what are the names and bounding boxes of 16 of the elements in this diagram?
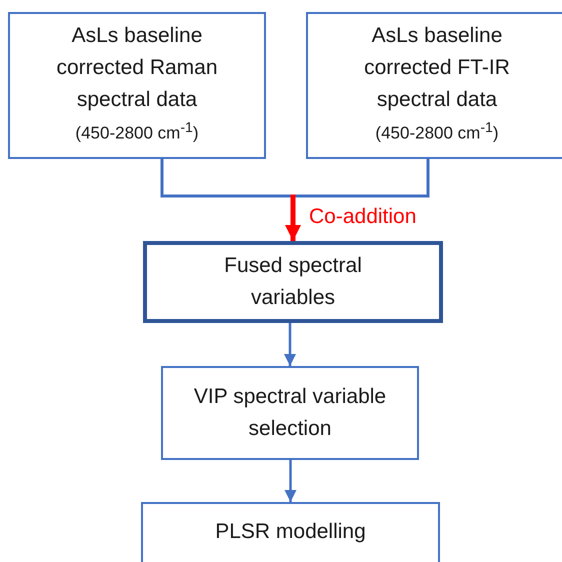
highlighted-process-box <box>143 241 443 323</box>
process-box <box>306 12 562 159</box>
wavenumber-range: (450-2800 cm$^{-1}$) <box>75 119 199 145</box>
arrow <box>284 460 296 502</box>
arrow <box>284 323 296 366</box>
wavenumber-range: (450-2800 cm$^{-1}$) <box>375 119 499 145</box>
process-box <box>8 12 266 159</box>
box-text: AsLs baseline corrected Raman spectral data <box>55 23 219 113</box>
arrow <box>285 194 301 241</box>
box-text: Fused spectral variables <box>223 253 363 311</box>
box-text: PLSR modelling <box>214 519 367 545</box>
connector-line <box>160 159 430 198</box>
box-text: VIP spectral variable selection <box>192 384 388 442</box>
process-box <box>141 502 440 562</box>
process-box <box>161 366 419 460</box>
box-text: AsLs baseline corrected FT-IR spectral data <box>363 23 511 113</box>
